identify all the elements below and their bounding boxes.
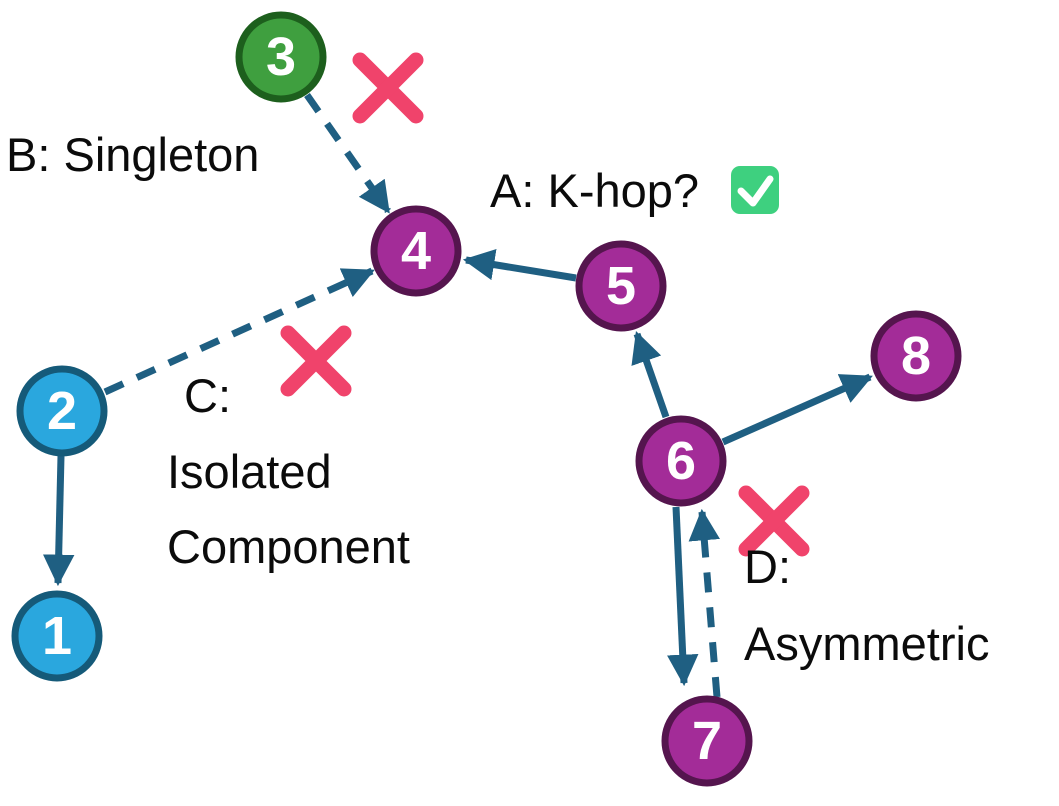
- edge-7-6-dashed: [688, 508, 721, 698]
- edge-6-7: [666, 506, 699, 687]
- node-2-label: 2: [47, 381, 77, 441]
- node-4-circle: [370, 205, 462, 297]
- x-mark-icon-asymmetric: [738, 485, 810, 557]
- edge-6-8: [721, 373, 873, 446]
- edge-3-4-dashed: [304, 92, 391, 214]
- node-8: 8: [870, 310, 962, 402]
- label-d-line2: Asymmetric: [744, 617, 989, 670]
- label-c-line1: C:: [184, 369, 231, 422]
- node-6-circle: [635, 415, 727, 507]
- node-5: 5: [575, 240, 667, 332]
- node-5-label: 5: [606, 256, 636, 316]
- edge-2-4-dashed: [103, 267, 375, 396]
- node-1-label: 1: [42, 606, 72, 666]
- node-4: 4: [370, 205, 462, 297]
- node-6-label: 6: [666, 431, 696, 491]
- edge-6-5: [631, 331, 670, 419]
- node-3-label: 3: [266, 27, 296, 87]
- node-6: 6: [635, 415, 727, 507]
- node-2: 2: [16, 365, 108, 457]
- label-b-singleton: B: Singleton: [6, 128, 259, 181]
- node-3: 3: [235, 11, 327, 103]
- node-8-label: 8: [901, 326, 931, 386]
- node-2-circle: [16, 365, 108, 457]
- node-5-circle: [575, 240, 667, 332]
- x-mark-icon-singleton: [352, 52, 424, 124]
- edge-2-1: [42, 455, 75, 587]
- x-mark-icon-isolated: [280, 325, 352, 397]
- label-a-khop: A: K-hop?: [490, 164, 699, 217]
- node-7-circle: [661, 695, 753, 787]
- label-c-line3: Component: [167, 520, 410, 573]
- node-3-circle: [235, 11, 327, 103]
- node-4-label: 4: [401, 221, 431, 281]
- node-1-circle: [11, 590, 103, 682]
- label-c-line2: Isolated: [167, 445, 332, 498]
- label-d-line1: D:: [744, 540, 791, 593]
- node-7-label: 7: [692, 711, 722, 771]
- node-7: 7: [661, 695, 753, 787]
- edge-5-4: [462, 249, 577, 282]
- checkmark-icon: [731, 166, 779, 214]
- node-8-circle: [870, 310, 962, 402]
- node-1: 1: [11, 590, 103, 682]
